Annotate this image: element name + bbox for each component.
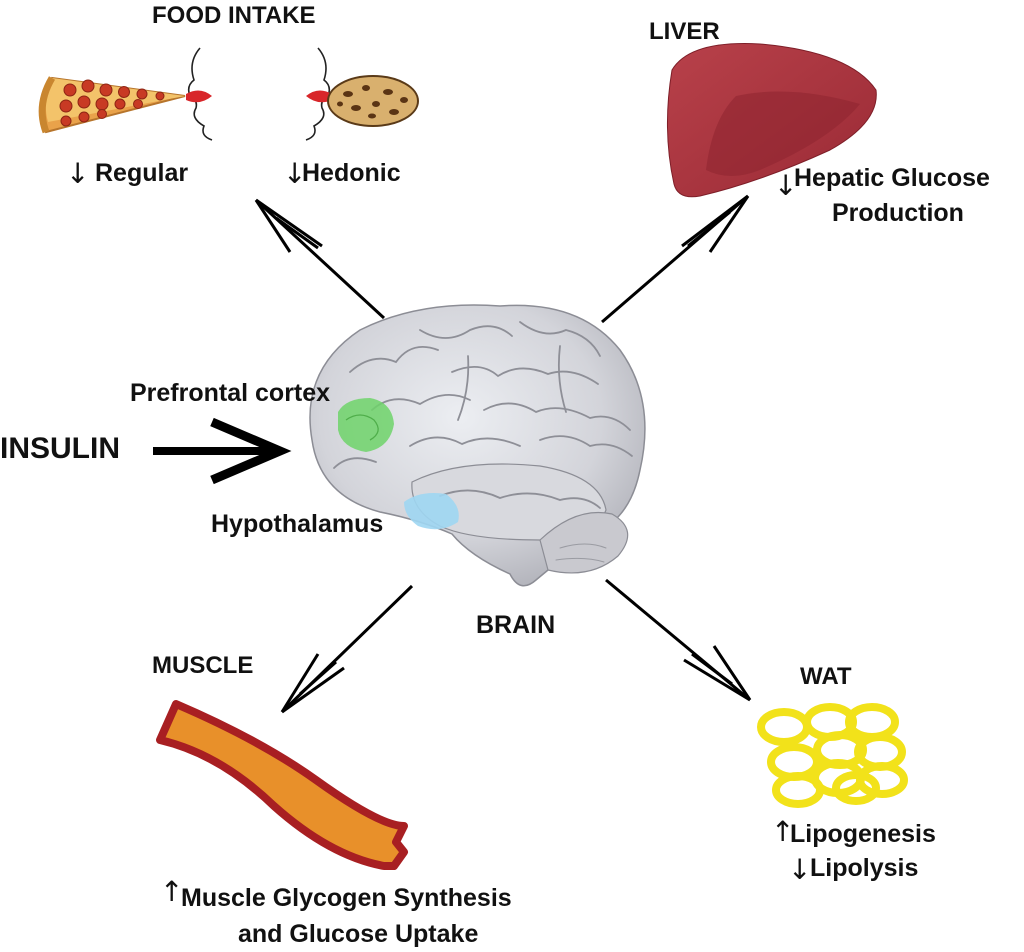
wat-label: WAT [800, 663, 852, 690]
hypothalamus-label: Hypothalamus [211, 510, 384, 538]
up-arrow-muscle-icon: ↑ [160, 875, 184, 908]
lipogenesis-label: Lipogenesis [790, 820, 936, 848]
brain-icon [309, 304, 646, 587]
down-arrow-lipolysis-icon: ↓ [788, 853, 812, 886]
arrow-to-liver [601, 194, 750, 324]
arrow-to-muscle [280, 584, 414, 714]
insulin-arrow [153, 417, 292, 485]
muscle-icon [156, 700, 408, 870]
hepatic-glucose-label: Hepatic Glucose [794, 164, 990, 192]
cookie-icon [327, 75, 419, 127]
regular-label: Regular [95, 159, 189, 187]
liver-label: LIVER [649, 18, 720, 45]
hedonic-label: Hedonic [302, 159, 401, 187]
hepatic-production-label: Production [832, 199, 964, 227]
liver-icon [666, 43, 877, 198]
face-profile-left-icon [186, 47, 213, 141]
fat-cells-icon [757, 703, 908, 808]
lipolysis-label: Lipolysis [810, 854, 919, 882]
food-intake-label: FOOD INTAKE [152, 2, 316, 29]
arrow-to-food-intake [254, 198, 386, 320]
down-arrow-hepatic-icon: ↓ [774, 169, 798, 202]
down-arrow-regular-icon: ↓ [66, 157, 90, 190]
pizza-slice-icon [38, 76, 186, 134]
up-arrow-lipogenesis-icon: ↑ [771, 815, 795, 848]
insulin-label: INSULIN [0, 432, 120, 465]
glucose-uptake-label: and Glucose Uptake [238, 920, 479, 948]
down-arrow-hedonic-icon: ↓ [283, 157, 307, 190]
arrow-to-wat [605, 578, 752, 702]
brain-label: BRAIN [476, 611, 556, 639]
muscle-glycogen-label: Muscle Glycogen Synthesis [181, 884, 512, 912]
prefrontal-cortex-label: Prefrontal cortex [130, 379, 331, 407]
muscle-label: MUSCLE [152, 652, 254, 679]
face-profile-right-icon [305, 47, 332, 141]
